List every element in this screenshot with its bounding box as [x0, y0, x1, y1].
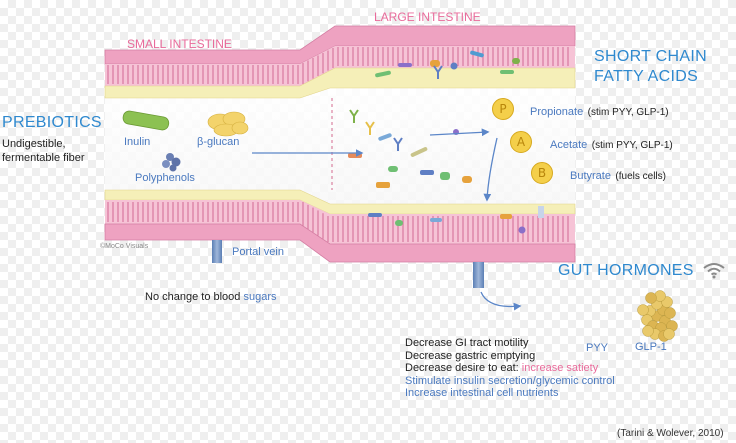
portal-vein-label: Portal vein [232, 246, 284, 258]
blood-sugar-note: No change to blood sugars [145, 291, 277, 303]
effect-insulin: Stimulate insulin secretion/glycemic con… [405, 374, 615, 387]
large-intestine-label: LARGE INTESTINE [374, 10, 481, 24]
inulin-fiber [122, 110, 170, 131]
large-intestine-vessel [473, 262, 484, 288]
acetate-name: Acetate [550, 139, 588, 151]
gut-hormone-granules [637, 290, 678, 342]
bottom-villi-strokes [107, 202, 569, 242]
portal-vein-vessel [212, 240, 222, 263]
credit-label: ©MoCo Visuals [100, 243, 149, 250]
propionate-note: (stim PYY, GLP-1) [587, 107, 669, 118]
top-wall-fat [104, 67, 576, 99]
scfa-arrow [429, 128, 490, 137]
inulin-label: Inulin [124, 136, 151, 148]
gut-hormones-title: GUT HORMONES [558, 262, 694, 279]
effect-desire-prefix: Decrease desire to eat: [405, 362, 522, 374]
wifi-signal-icon [703, 263, 725, 279]
propionate-row: Propionate (stim PYY, GLP-1) [530, 102, 669, 120]
citation: (Tarini & Wolever, 2010) [617, 428, 724, 439]
butyrate-note: (fuels cells) [615, 171, 666, 182]
glp1-label: GLP-1 [635, 341, 667, 353]
effect-gi-motility: Decrease GI tract motility [405, 337, 529, 349]
scfa-title-line1: SHORT CHAIN [594, 48, 707, 65]
absorption-arrow [483, 137, 498, 202]
polyphenols-label: Polyphenols [135, 172, 195, 184]
effect-satiety-highlight: increase satiety [521, 362, 599, 374]
acetate-note: (stim PYY, GLP-1) [591, 140, 673, 151]
butyrate-row: Butyrate (fuels cells) [570, 166, 666, 184]
scfa-title-line2: FATTY ACIDS [594, 68, 699, 85]
acetate-badge: A [510, 131, 532, 153]
beta-glucan-label: β-glucan [197, 136, 240, 148]
blood-sugar-highlight: sugars [243, 291, 277, 303]
beta-glucan-fiber [207, 111, 249, 137]
acetate-row: Acetate (stim PYY, GLP-1) [550, 135, 673, 153]
effect-desire-to-eat: Decrease desire to eat: increase satiety [405, 362, 615, 375]
butyrate-vessel [538, 206, 544, 218]
prebiotics-desc-line2: fermentable fiber [2, 152, 85, 164]
propionate-badge: P [492, 98, 514, 120]
small-intestine-label: SMALL INTESTINE [127, 37, 232, 51]
hormone-arrow [480, 291, 522, 311]
butyrate-name: Butyrate [570, 170, 611, 182]
effect-cell-nutrients: Increase intestinal cell nutrients [405, 387, 559, 399]
hormone-effects-list: Decrease GI tract motility Decrease gast… [405, 337, 615, 400]
polyphenols-molecule [162, 153, 181, 172]
prebiotics-title: PREBIOTICS [2, 114, 102, 131]
prebiotics-desc-line1: Undigestible, [2, 138, 66, 150]
effect-gastric-emptying: Decrease gastric emptying [405, 349, 536, 362]
butyrate-badge: B [531, 162, 553, 184]
blood-sugar-prefix: No change to blood [145, 291, 244, 303]
pyy-label: PYY [586, 342, 609, 354]
bottom-wall-muscle [104, 223, 576, 263]
propionate-name: Propionate [530, 106, 584, 118]
